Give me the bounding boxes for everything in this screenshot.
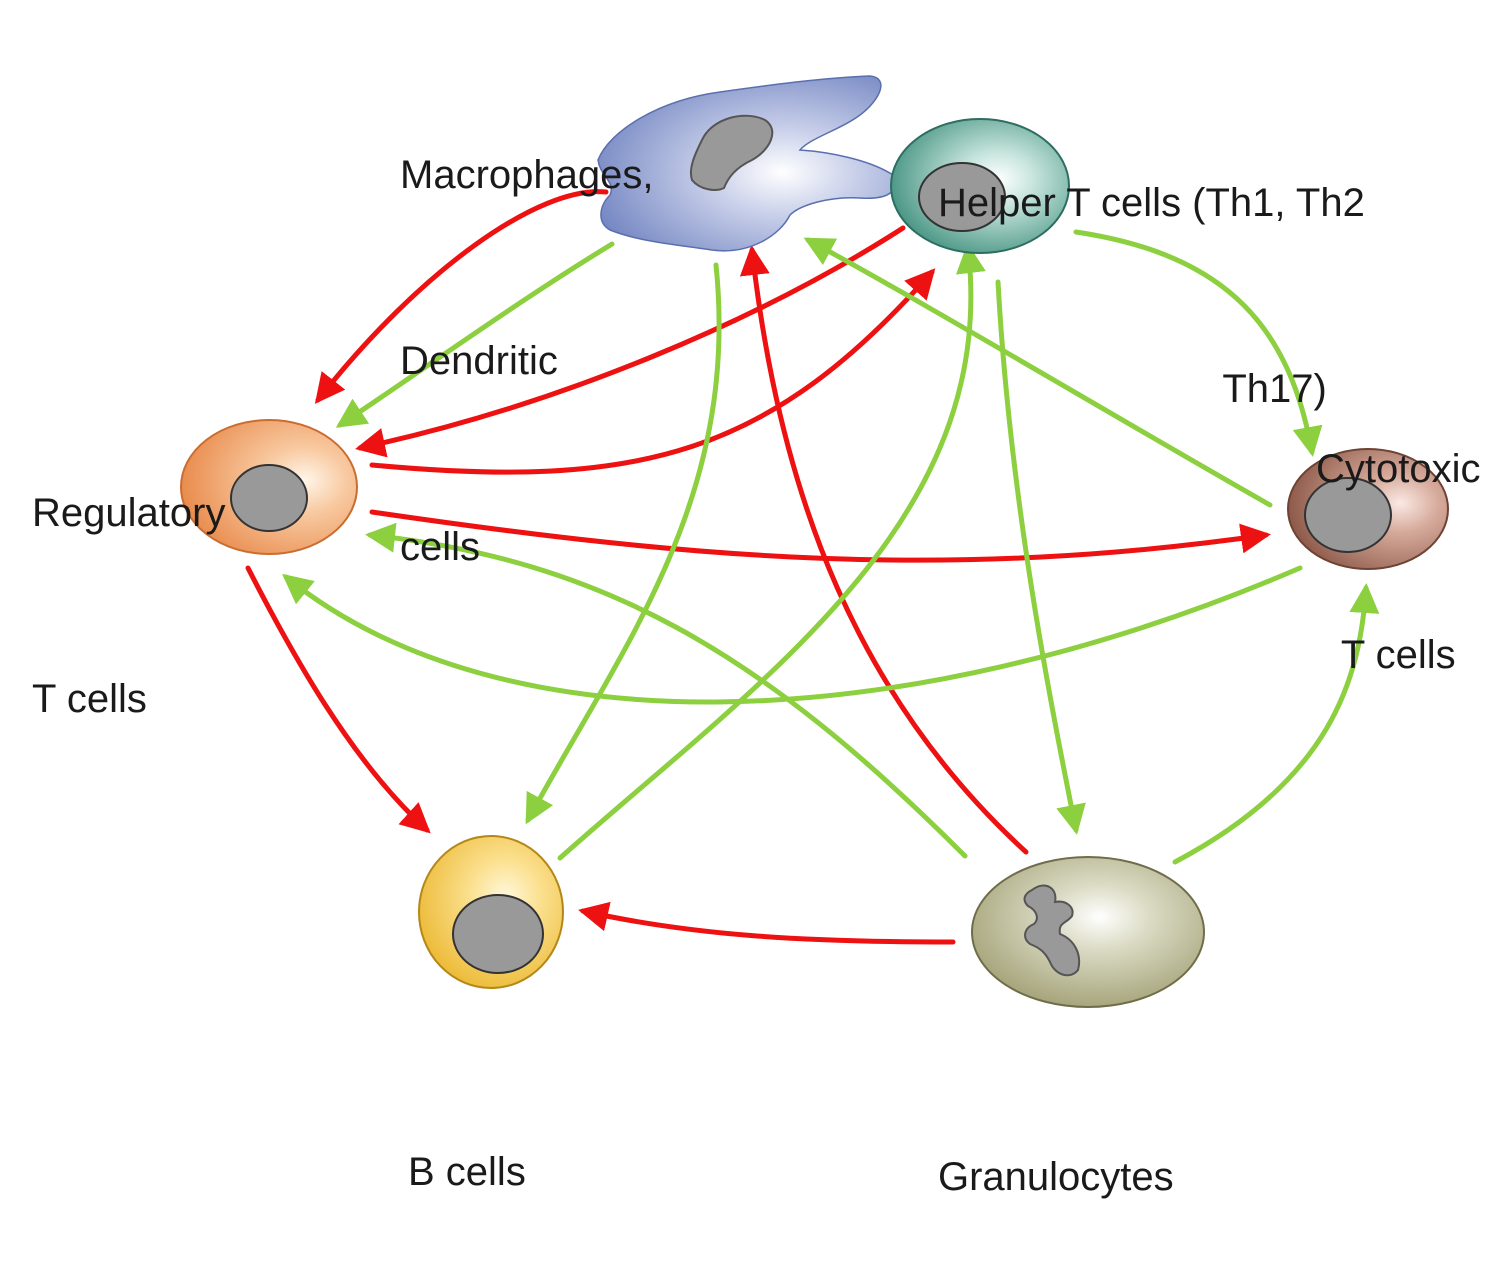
label-cytotoxic-t: Cytotoxic T cells [1316, 314, 1481, 748]
label-macrophages-line-3: cells [400, 525, 481, 569]
cytotoxic-t-nucleus [1304, 477, 1392, 553]
label-granulocytes-line-1: Granulocytes [938, 1155, 1174, 1199]
granulocyte-nucleus [1023, 884, 1080, 977]
label-macrophages-line-1: Macrophages, [400, 153, 654, 197]
cell-b-cells [418, 835, 564, 989]
label-helper-t-line-2: Th17) [1222, 367, 1327, 411]
arrow-regulatory-t-to-helper-t-inhibit [369, 268, 936, 475]
arrow-granulocytes-to-regulatory-t-activate [365, 522, 968, 859]
arrow-granulocytes-to-macrophages-inhibit [739, 245, 1029, 855]
label-cytotoxic-t-line-1: Cytotoxic [1316, 447, 1481, 491]
cell-macrophages [597, 75, 896, 252]
b-cell-nucleus [452, 894, 544, 974]
label-b-cells: B cells [408, 1017, 526, 1265]
arrow-helper-t-to-granulocytes-activate [995, 279, 1086, 835]
arrow-macrophages-to-regulatory-t-inhibit [314, 189, 609, 404]
arrow-cytotoxic-t-to-macrophages-activate [803, 237, 1273, 508]
label-granulocytes: Granulocytes [938, 1022, 1174, 1270]
cell-helper-t [890, 118, 1070, 254]
arrow-helper-t-to-regulatory-t-inhibit [355, 225, 906, 458]
label-b-cells-line-1: B cells [408, 1150, 526, 1194]
regulatory-t-nucleus [230, 464, 308, 532]
arrow-cytotoxic-t-to-regulatory-t-activate [282, 565, 1303, 705]
arrow-helper-t-to-cytotoxic-t-activate [1073, 229, 1323, 457]
arrow-b-cells-to-helper-t-activate [557, 243, 986, 861]
arrow-granulocytes-to-b-cells-inhibit [578, 901, 956, 945]
label-regulatory-t-line-1: Regulatory [32, 491, 226, 535]
helper-t-nucleus [918, 162, 1006, 232]
label-regulatory-t-line-2: T cells [32, 677, 147, 721]
arrow-regulatory-t-to-b-cells-inhibit [245, 565, 431, 834]
diagram-canvas [180, 75, 1449, 1008]
label-macrophages: Macrophages, Dendritic cells [400, 20, 653, 640]
arrow-macrophages-to-regulatory-t-activate [335, 241, 615, 428]
label-macrophages-line-2: Dendritic [400, 339, 558, 383]
cell-cytotoxic-t [1287, 448, 1449, 570]
label-helper-t-line-1: Helper T cells (Th1, Th2 [938, 181, 1365, 225]
label-regulatory-t: Regulatory T cells [32, 358, 225, 792]
immune-interaction-diagram: Macrophages, Dendritic cells Helper T ce… [32, 20, 1481, 1199]
arrow-granulocytes-to-cytotoxic-t-activate [1172, 583, 1380, 865]
cell-granulocytes [971, 856, 1205, 1008]
arrow-macrophages-to-b-cells-activate [525, 262, 722, 825]
arrows-layer [245, 189, 1380, 945]
label-helper-t: Helper T cells (Th1, Th2 Th17) [938, 48, 1365, 482]
label-cytotoxic-t-line-2: T cells [1340, 633, 1456, 677]
cell-regulatory-t [180, 419, 358, 555]
macrophage-nucleus [690, 114, 774, 191]
granulocyte-membrane [971, 856, 1205, 1008]
